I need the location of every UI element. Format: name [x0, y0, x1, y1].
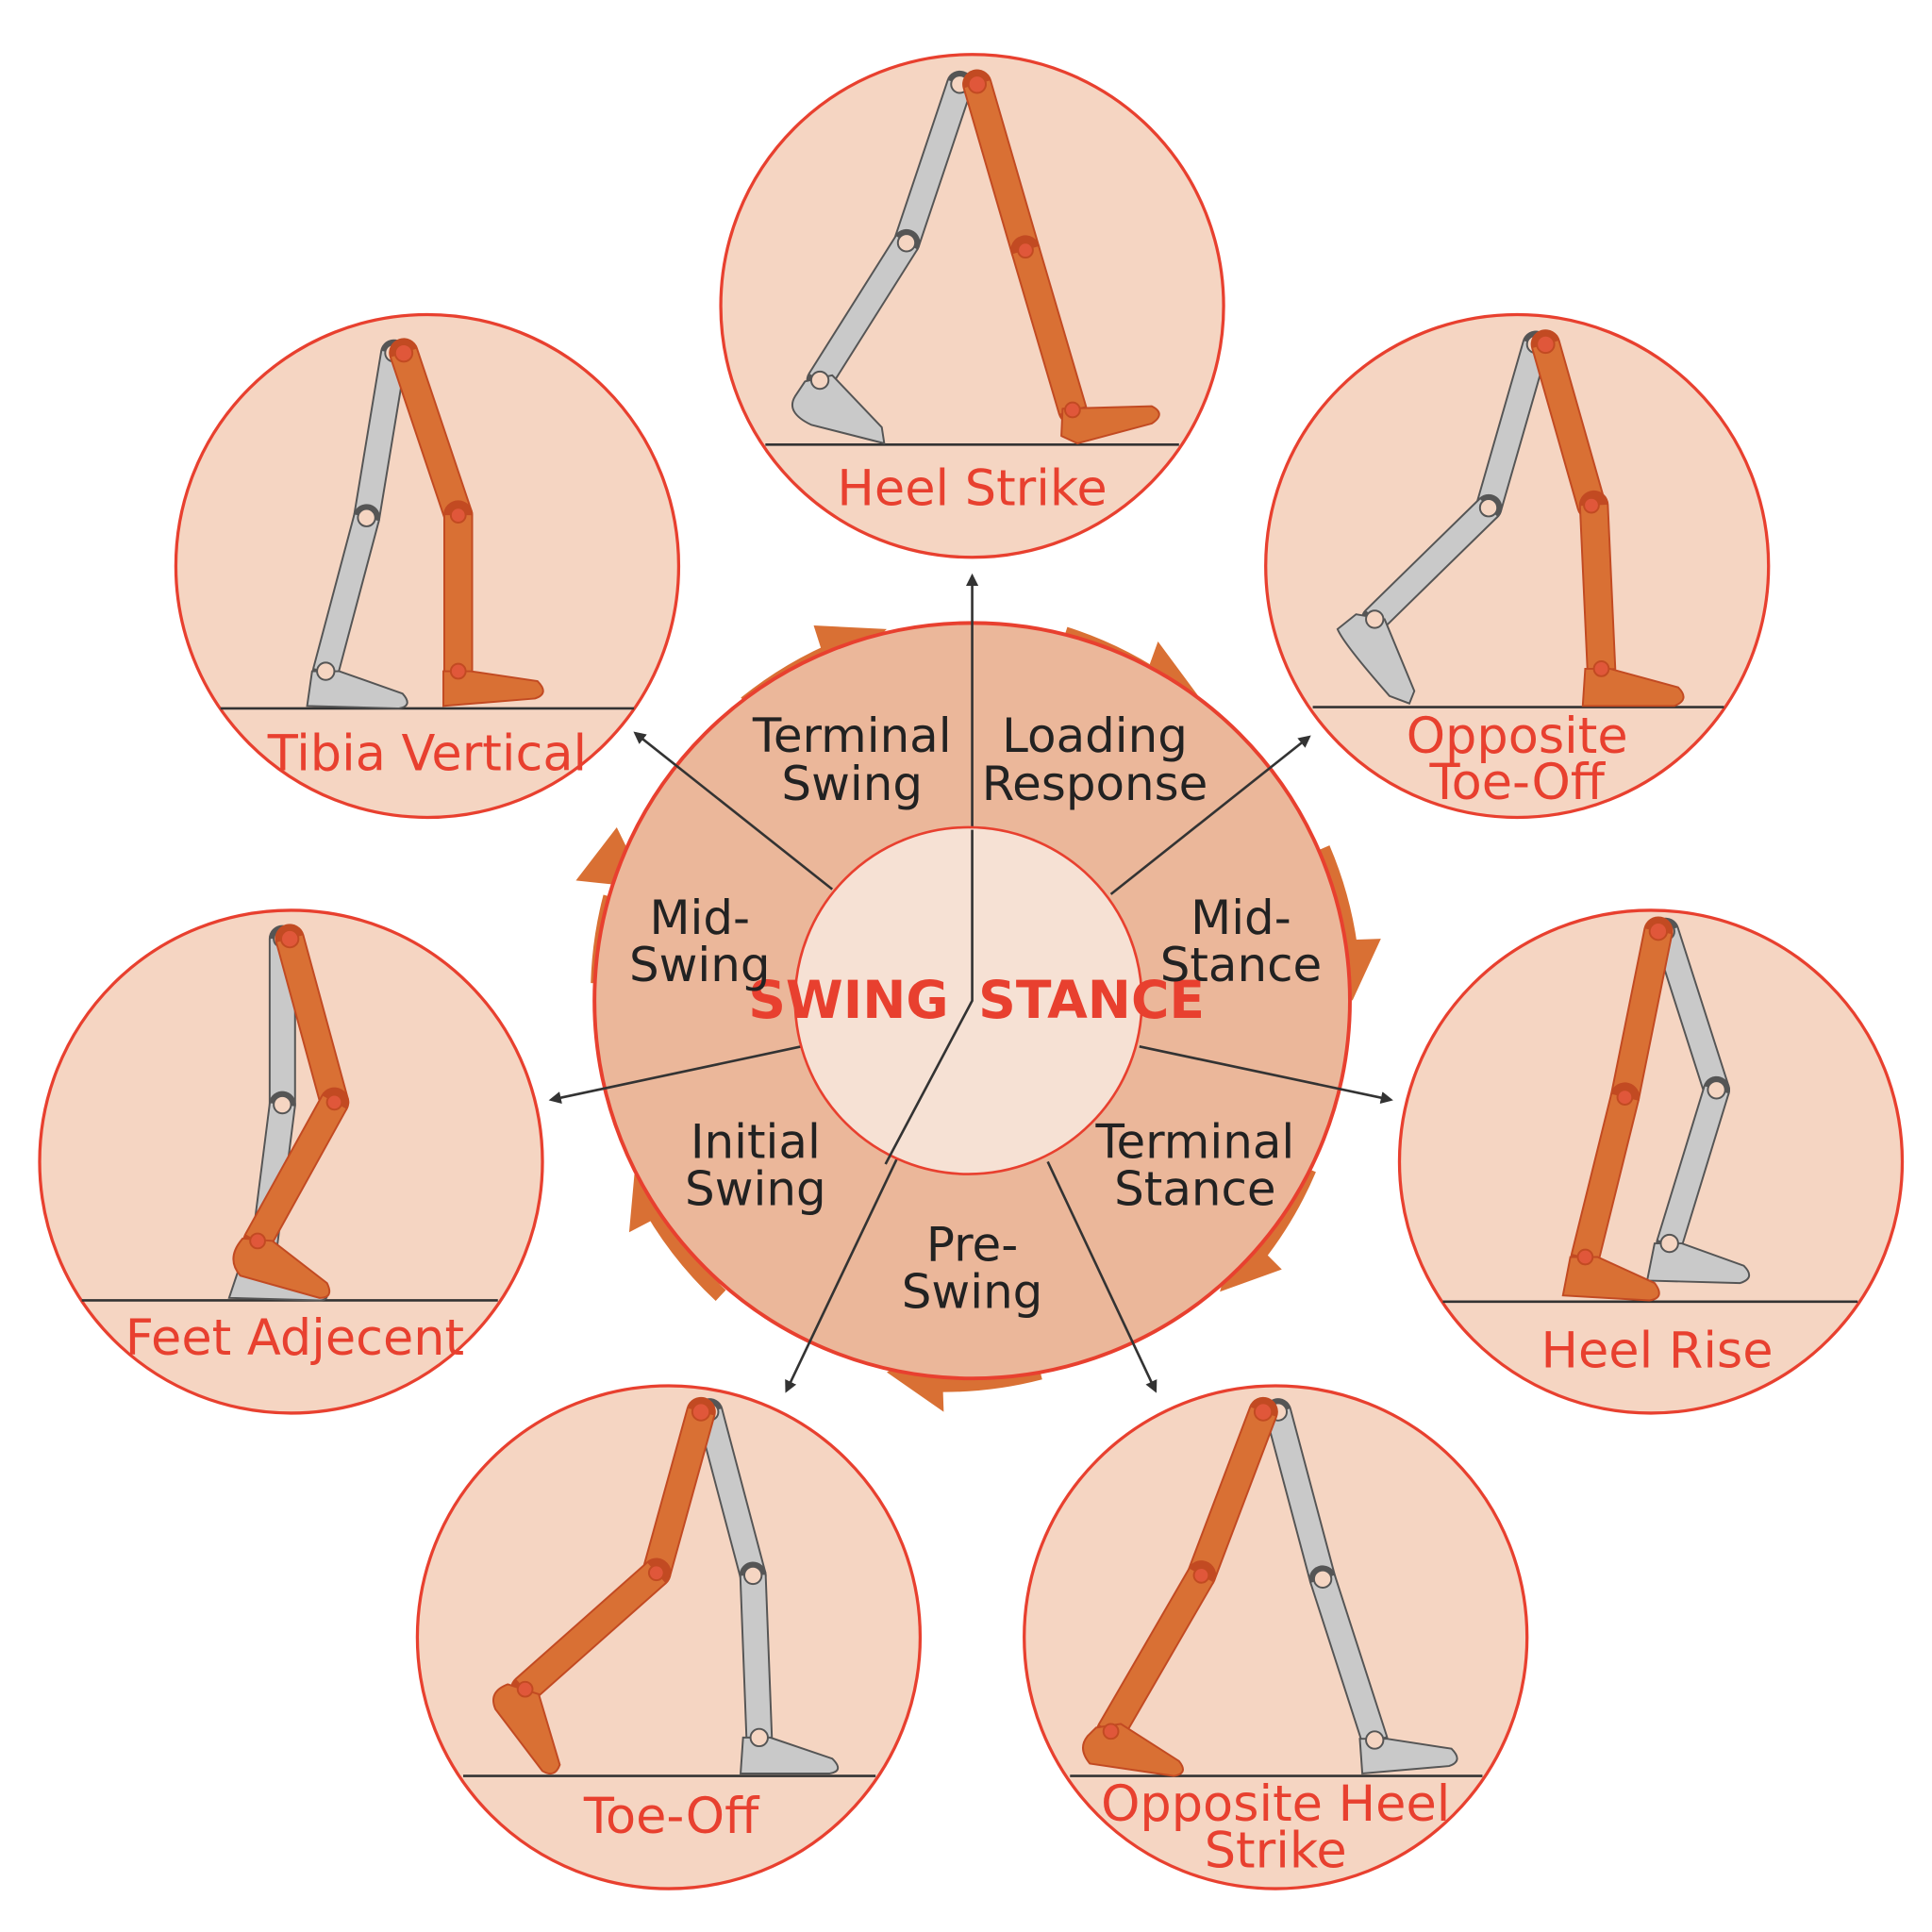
- spoke-feet-adjecent: [548, 1045, 802, 1105]
- event-toe-off-label: Toe-Off: [583, 1788, 760, 1845]
- event-feet-adjecent: Feet Adjecent: [38, 908, 544, 1415]
- orange-leg: [389, 338, 544, 708]
- stance-label: STANCE: [978, 971, 1205, 1031]
- phase-mid-stance-line1: Mid-: [1191, 891, 1291, 945]
- orange-leg: [492, 1396, 716, 1775]
- gray-leg: [1264, 1398, 1458, 1775]
- orange-leg: [232, 924, 350, 1299]
- event-heel-rise-label: Heel Rise: [1541, 1322, 1774, 1379]
- phase-terminal-stance-line2: Stance: [1114, 1161, 1276, 1216]
- phase-mid-swing-line1: Mid-: [649, 891, 750, 945]
- event-opposite-toe-off-line1: Opposite: [1407, 708, 1628, 765]
- event-opposite-heel-strike-line1: Opposite Heel: [1101, 1775, 1450, 1833]
- orange-leg: [962, 69, 1160, 444]
- event-tibia-vertical: Tibia Vertical: [174, 312, 681, 820]
- phase-labels: Loading Response Mid- Stance Terminal St…: [629, 708, 1322, 1319]
- phase-pre-swing-line1: Pre-: [926, 1217, 1018, 1272]
- event-opposite-toe-off: Opposite Toe-Off: [1264, 312, 1771, 820]
- event-opposite-heel-strike-line2: Strike: [1205, 1823, 1347, 1880]
- phase-pre-swing-line2: Swing: [902, 1264, 1043, 1319]
- event-tibia-vertical-label: Tibia Vertical: [267, 725, 587, 783]
- event-heel-rise: Heel Rise: [1397, 908, 1905, 1415]
- phase-initial-swing-line1: Initial: [691, 1114, 821, 1169]
- phase-mid-swing-line2: Swing: [629, 938, 771, 992]
- orange-leg: [1530, 329, 1685, 708]
- swing-label: SWING: [748, 971, 948, 1031]
- orange-leg: [1082, 1396, 1278, 1777]
- phase-terminal-stance-line1: Terminal: [1094, 1114, 1294, 1169]
- gray-leg: [1645, 917, 1751, 1285]
- gray-leg: [791, 70, 974, 444]
- event-opposite-toe-off-line2: Toe-Off: [1428, 754, 1606, 811]
- phase-loading-response-line1: Loading: [1002, 708, 1188, 763]
- event-opposite-heel-strike: Opposite Heel Strike: [1023, 1384, 1529, 1890]
- orange-leg: [1561, 916, 1674, 1302]
- spoke-tibia-vertical: [633, 731, 834, 891]
- phase-terminal-swing-line1: Terminal: [752, 708, 952, 763]
- center-divider: [884, 829, 974, 1165]
- phase-terminal-swing-line2: Swing: [781, 757, 923, 811]
- gray-leg: [695, 1398, 840, 1774]
- spoke-opposite-heel-strike: [1046, 1160, 1158, 1393]
- spoke-opposite-toe-off: [1109, 735, 1311, 895]
- event-toe-off: Toe-Off: [415, 1384, 923, 1890]
- event-heel-strike: Heel Strike: [719, 53, 1225, 559]
- center-circle: [793, 825, 1143, 1175]
- phase-initial-swing-line2: Swing: [685, 1161, 826, 1216]
- spoke-heel-rise: [1139, 1045, 1393, 1105]
- phase-loading-response-line2: Response: [982, 757, 1208, 811]
- gray-leg: [306, 339, 408, 709]
- phase-mid-stance-line2: Stance: [1160, 938, 1323, 992]
- event-heel-strike-label: Heel Strike: [837, 460, 1107, 518]
- event-feet-adjecent-label: Feet Adjecent: [125, 1309, 464, 1367]
